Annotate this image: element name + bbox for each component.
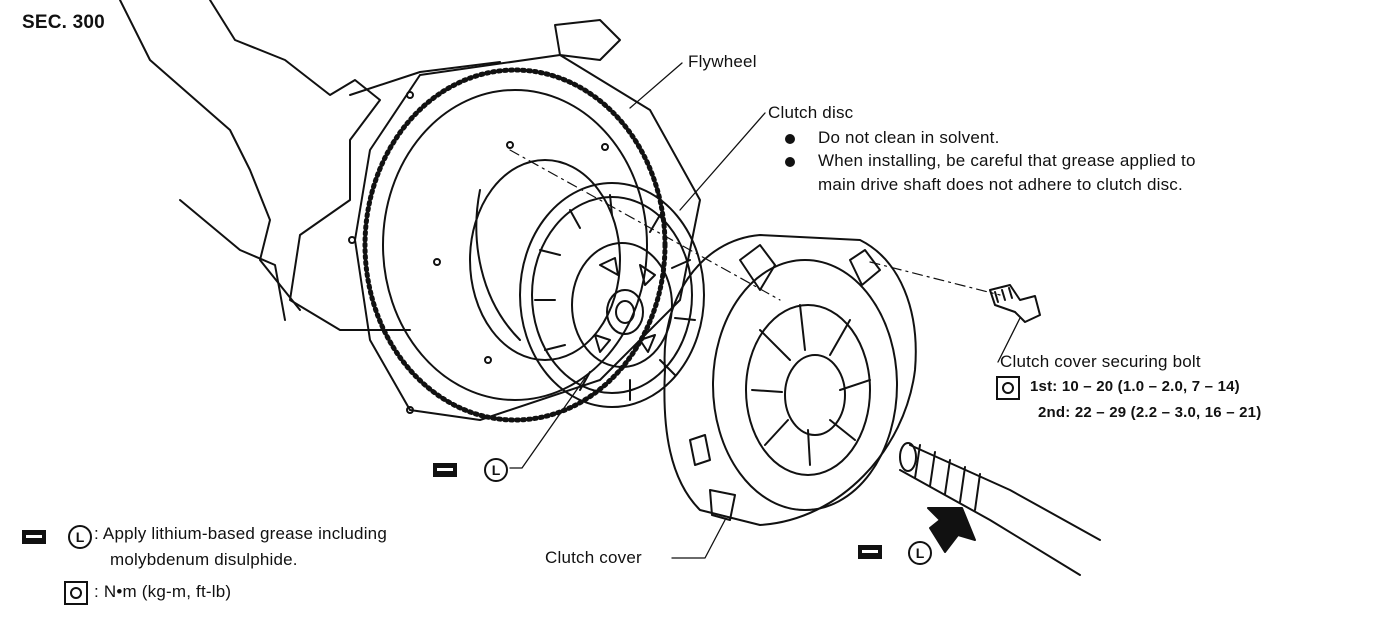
torque-wrench-icon <box>996 376 1020 400</box>
lithium-grease-icon: L <box>484 458 508 482</box>
torque-wrench-icon <box>64 581 88 605</box>
installation-arrow <box>927 507 976 553</box>
legend-grease-line-1: : Apply lithium-based grease including <box>94 524 387 543</box>
engine-block <box>119 0 621 331</box>
clutch-cover <box>663 234 917 526</box>
grease-icon <box>858 545 882 559</box>
main-drive-shaft <box>899 442 1101 576</box>
section-label: SEC. 300 <box>22 12 105 33</box>
flywheel <box>348 54 701 423</box>
alignment-lines <box>509 149 1001 301</box>
bullet-icon <box>785 157 795 167</box>
bullet-icon <box>785 134 795 144</box>
legend-grease-line-2: molybdenum disulphide. <box>110 550 298 569</box>
clutch-disc-note-2: When installing, be careful that grease … <box>818 151 1196 170</box>
clutch-disc <box>519 182 705 408</box>
lithium-grease-icon: L <box>68 525 92 549</box>
clutch-disc-note-3: main drive shaft does not adhere to clut… <box>818 175 1183 194</box>
lithium-grease-icon: L <box>908 541 932 565</box>
clutch-disc-label: Clutch disc <box>768 103 854 122</box>
clutch-disc-note-1: Do not clean in solvent. <box>818 128 1000 147</box>
grease-icon <box>22 530 46 544</box>
clutch-cover-label: Clutch cover <box>545 548 642 567</box>
torque-second: 2nd: 22 – 29 (2.2 – 3.0, 16 – 21) <box>1038 404 1262 421</box>
legend-torque-unit: : N•m (kg-m, ft-lb) <box>94 582 232 601</box>
flywheel-label: Flywheel <box>688 52 757 71</box>
bolt-label: Clutch cover securing bolt <box>1000 352 1201 371</box>
leader-lines <box>509 62 1021 559</box>
grease-icon <box>433 463 457 477</box>
securing-bolt <box>989 284 1041 323</box>
torque-first: 1st: 10 – 20 (1.0 – 2.0, 7 – 14) <box>1030 378 1240 395</box>
